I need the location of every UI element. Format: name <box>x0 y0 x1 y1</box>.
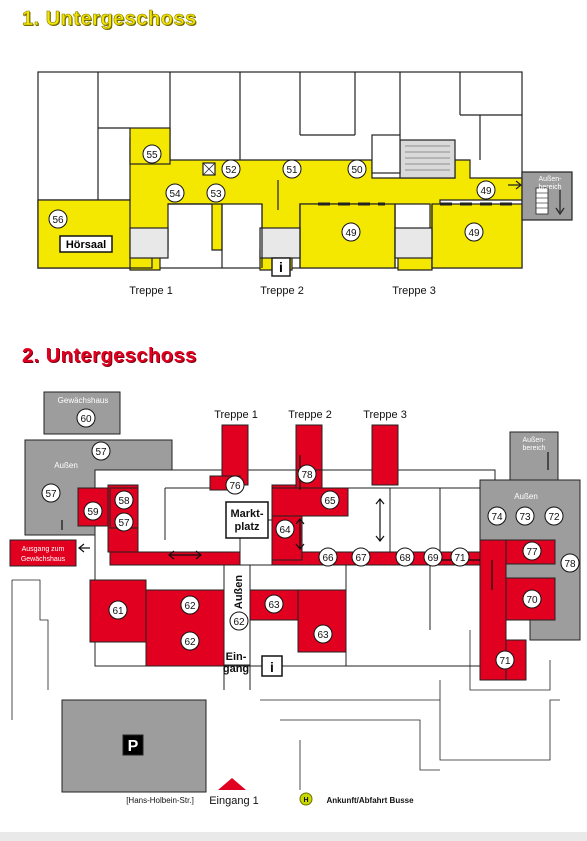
room-72: 72 <box>548 512 560 523</box>
room-77: 77 <box>526 547 538 558</box>
floor2-outside-area-line1: Außen- <box>523 437 547 444</box>
entrance-small-line2: gang <box>223 663 249 675</box>
room-68: 68 <box>399 553 411 564</box>
floor2-stair-2: Treppe 2 <box>288 409 332 421</box>
street-label: [Hans-Holbein-Str.] <box>126 796 194 805</box>
floor2-stair-3: Treppe 3 <box>363 409 407 421</box>
room-70: 70 <box>526 595 538 606</box>
floor2-plan <box>9 391 581 806</box>
room-54: 54 <box>169 189 181 200</box>
floor1-room-numbers: 55 52 51 50 54 53 49 56 49 49 <box>52 150 492 239</box>
room-57-a: 57 <box>95 447 107 458</box>
svg-text:bereich: bereich <box>539 184 562 191</box>
lecture-hall-label: Hörsaal <box>66 239 106 251</box>
exit-label-line2: Gewächshaus <box>21 556 66 563</box>
room-71-a: 71 <box>454 553 466 564</box>
room-50: 50 <box>351 165 363 176</box>
outside-vertical-label: Außen <box>233 575 245 610</box>
room-78-b: 78 <box>564 559 576 570</box>
floor1-room-markers <box>48 144 496 242</box>
room-69: 69 <box>427 553 439 564</box>
room-66: 66 <box>322 553 334 564</box>
room-73: 73 <box>519 512 531 523</box>
room-51: 51 <box>286 165 298 176</box>
room-67: 67 <box>355 553 367 564</box>
greenhouse-label: Gewächshaus <box>58 396 109 405</box>
floor1-title: 1. Untergeschoss <box>22 8 197 31</box>
room-49-c: 49 <box>468 228 480 239</box>
floor1-stair-labels: Treppe 1 Treppe 2 Treppe 3 <box>129 285 436 297</box>
room-61: 61 <box>112 606 124 617</box>
room-60: 60 <box>80 414 92 425</box>
outside-left-label: Außen <box>54 461 78 470</box>
svg-text:Außen-: Außen- <box>539 176 563 183</box>
room-52: 52 <box>225 165 237 176</box>
room-65: 65 <box>324 496 336 507</box>
parking-icon: P <box>128 738 139 755</box>
room-55: 55 <box>146 150 158 161</box>
room-53: 53 <box>210 189 222 200</box>
room-74: 74 <box>491 512 503 523</box>
floor1-stair-2: Treppe 2 <box>260 285 304 297</box>
room-49-a: 49 <box>480 186 492 197</box>
outside-right-label: Außen <box>514 492 538 501</box>
bus-stop-icon: H <box>303 797 308 804</box>
room-59: 59 <box>87 507 99 518</box>
room-63-b: 63 <box>317 630 329 641</box>
floor2-outside-area-line2: bereich <box>523 445 546 452</box>
room-62-b: 62 <box>233 617 245 628</box>
room-56: 56 <box>52 215 64 226</box>
floor2-room-numbers: 60 57 57 76 78 59 58 65 57 64 66 67 68 6… <box>45 414 576 667</box>
exit-label-line1: Ausgang zum <box>22 546 65 553</box>
floor1-stair-3: Treppe 3 <box>392 285 436 297</box>
floor2-stair-1: Treppe 1 <box>214 409 258 421</box>
main-entrance-label: Eingang 1 <box>209 795 259 807</box>
floor1-outside-area-label: Außen- bereich <box>539 176 563 191</box>
floor2-info-icon: i <box>270 659 274 675</box>
room-57-c: 57 <box>118 518 130 529</box>
room-76: 76 <box>229 481 241 492</box>
room-71-b: 71 <box>499 656 511 667</box>
room-58: 58 <box>118 496 130 507</box>
bus-stop-label: Ankunft/Abfahrt Busse <box>326 796 414 805</box>
room-49-b: 49 <box>345 228 357 239</box>
room-57-b: 57 <box>45 489 57 500</box>
floor2-room-markers <box>41 408 580 670</box>
room-62-c: 62 <box>184 637 196 648</box>
floor1-stair-1: Treppe 1 <box>129 285 173 297</box>
room-62-a: 62 <box>184 601 196 612</box>
floor1-plan <box>37 71 573 277</box>
floor2-title: 2. Untergeschoss <box>22 345 197 367</box>
room-63-a: 63 <box>268 600 280 611</box>
info-icon: i <box>279 259 283 275</box>
bottom-strip <box>0 832 587 841</box>
entrance-small-line1: Ein- <box>226 651 247 663</box>
room-78-a: 78 <box>301 470 313 481</box>
room-64: 64 <box>279 525 291 536</box>
marketplace-line1: Markt- <box>230 508 263 520</box>
marketplace-line2: platz <box>234 521 260 533</box>
